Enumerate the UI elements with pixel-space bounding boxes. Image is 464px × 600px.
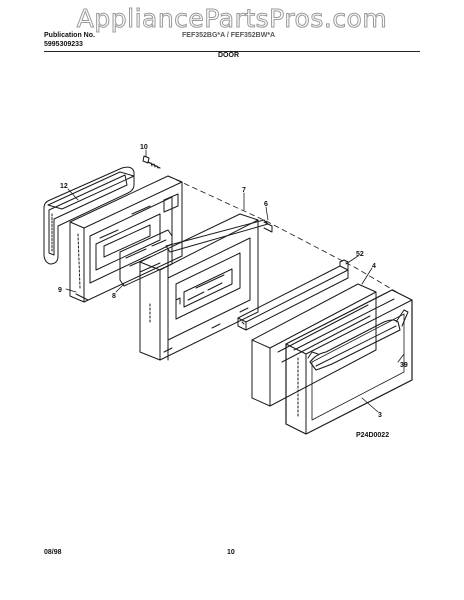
part-8-door-glass (119, 229, 173, 287)
page-number: 10 (227, 549, 235, 556)
part-39-door-handle (307, 309, 409, 371)
section-title: DOOR (218, 52, 239, 59)
part-6-door-trim (165, 219, 273, 361)
part-12-door-gasket (43, 166, 135, 265)
model-numbers: FEF352BG*A / FEF352BW*A (182, 32, 276, 39)
part-10-screw (142, 155, 161, 169)
callout-12: 12 (60, 183, 68, 190)
callout-9: 9 (58, 287, 62, 294)
part-7-door-panel (139, 213, 259, 361)
callout-4: 4 (372, 263, 376, 270)
header-rule (44, 51, 420, 52)
watermark: AppliancePartsPros.com (76, 4, 388, 34)
part-9-inner-door-liner (69, 175, 183, 303)
figure-code: P24D0022 (356, 432, 390, 439)
callout-7: 7 (242, 187, 246, 194)
part-3-outer-door-panel (285, 289, 413, 435)
callout-39: 39 (400, 362, 408, 369)
part-4-outer-glass (251, 283, 377, 407)
callout-10: 10 (140, 144, 148, 151)
part-52-trim-strip (237, 259, 349, 331)
leader-lines (65, 149, 405, 413)
publication-number: 5995309233 (44, 41, 83, 48)
callout-8: 8 (112, 293, 116, 300)
callout-52: 52 (356, 251, 364, 258)
publication-label: Publication No. (44, 32, 95, 39)
footer-date: 08/98 (44, 549, 62, 556)
callout-6: 6 (264, 201, 268, 208)
callout-labels: 10 12 7 6 52 4 9 8 39 3 (58, 144, 408, 419)
assembly-centerline (167, 175, 401, 295)
callout-3: 3 (378, 412, 382, 419)
